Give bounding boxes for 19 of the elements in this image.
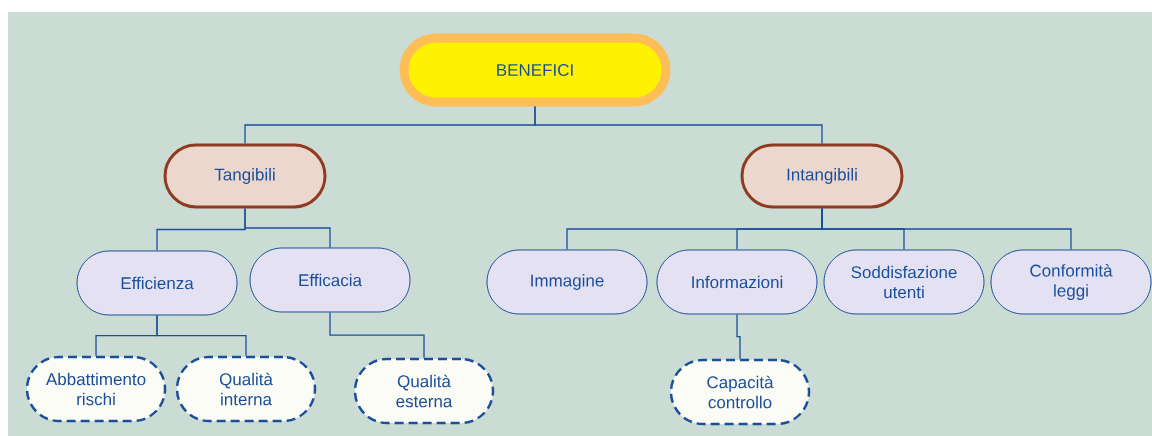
subcategory-pill: Immagine [486, 249, 648, 315]
category-pill: Intangibili [740, 143, 904, 209]
connector [329, 311, 425, 359]
subcategory-pill: Efficienza [76, 250, 238, 316]
subcategory-pill: Efficacia [249, 247, 411, 313]
connector [534, 105, 823, 145]
detail-pill: Qualità interna [175, 355, 317, 423]
detail-pill: Qualità esterna [353, 357, 495, 425]
subcategory-pill: Soddisfazione utenti [823, 249, 985, 315]
subcategory-pill: Conformità leggi [990, 249, 1152, 315]
category-pill: Tangibili [163, 143, 327, 209]
subcategory-pill: Informazioni [656, 249, 818, 315]
detail-pill: Abbattimento rischi [25, 355, 167, 423]
connector [244, 207, 331, 249]
title-pill: BENEFICI [399, 33, 671, 107]
connector [736, 313, 741, 360]
connector [821, 207, 1072, 251]
detail-pill: Capacità controllo [669, 358, 811, 426]
connector [156, 314, 247, 357]
